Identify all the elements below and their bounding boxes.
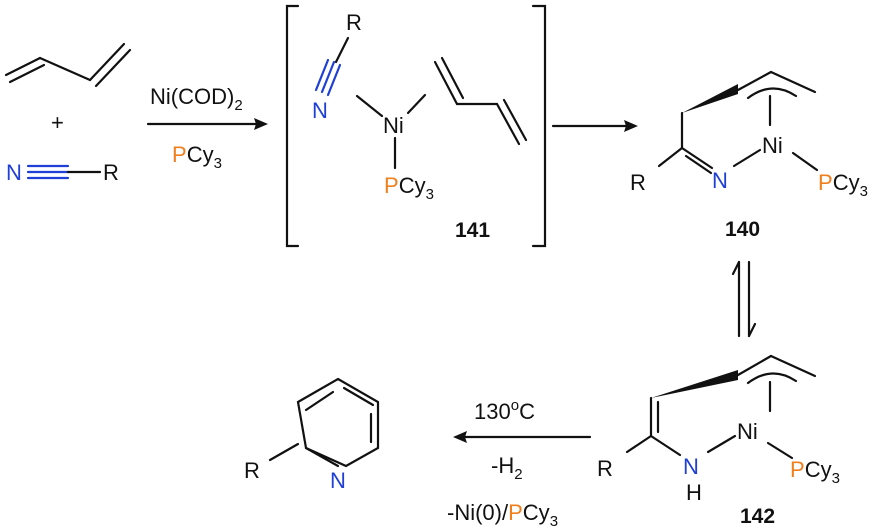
nitrile-n-atom: N	[6, 160, 22, 185]
compound-number-140: 140	[725, 218, 760, 241]
arrow-step1	[146, 118, 268, 130]
arrow-142-to-product	[453, 431, 592, 443]
complex141-n-atom: N	[312, 98, 328, 123]
complex142-r-group: R	[597, 456, 613, 481]
product-r-group: R	[244, 458, 260, 483]
pyridine-product: R N	[244, 377, 380, 493]
complex140-pcy3: PCy3	[818, 170, 868, 200]
complex-142: R N H Ni PCy3 142	[597, 354, 840, 528]
product-n-atom: N	[330, 468, 346, 493]
complex-141: R N Ni PCy3 141	[312, 10, 528, 242]
complex141-ni-atom: Ni	[383, 113, 404, 138]
complex-140: R N Ni PCy3 140	[630, 70, 868, 241]
ligand-label-step1: PCy3	[172, 142, 222, 172]
nitrile-r-group: R	[103, 160, 119, 185]
compound-number-141: 141	[455, 219, 490, 242]
temperature-label: 130oC	[474, 397, 535, 424]
ni-loss-label: -Ni(0)/PCy3	[447, 500, 558, 529]
complex140-r-group: R	[630, 170, 646, 195]
bracket-right	[531, 4, 547, 248]
compound-number-142: 142	[740, 505, 775, 528]
equilibrium-arrows	[731, 260, 757, 338]
nitrile: N R	[6, 160, 119, 185]
complex142-pcy3: PCy3	[790, 457, 840, 487]
complex141-r-group: R	[346, 10, 362, 35]
catalyst-label: Ni(COD)2	[150, 84, 243, 114]
butadiene	[4, 42, 132, 88]
bracket-left	[285, 4, 300, 248]
complex142-ni-atom: Ni	[737, 419, 758, 444]
h2-loss-label: -H2	[491, 453, 523, 483]
complex142-h-atom: H	[686, 480, 702, 505]
complex141-pcy3: PCy3	[384, 173, 434, 203]
plus-sign: +	[51, 110, 64, 135]
complex140-ni-atom: Ni	[762, 133, 783, 158]
complex140-n-atom: N	[712, 168, 728, 193]
complex142-n-atom: N	[683, 454, 699, 479]
arrow-141-to-140	[551, 120, 638, 132]
